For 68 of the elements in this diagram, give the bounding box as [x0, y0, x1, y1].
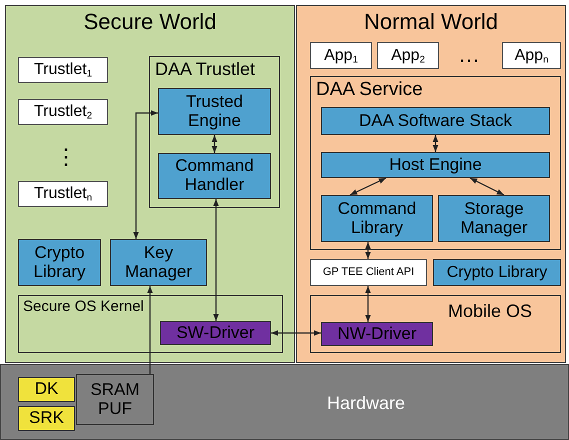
component-label: App$_{2}$ — [391, 46, 425, 64]
heading: Secure World — [82, 11, 218, 33]
component-label: Trustlet$_{1}$ — [34, 61, 92, 79]
component-label: Trusted Engine — [184, 92, 244, 130]
module-box — [321, 152, 550, 178]
module-box — [18, 239, 101, 286]
heading: DAA Service — [316, 80, 423, 99]
module-box — [158, 88, 271, 135]
vertical-ellipsis: ⋮ — [55, 146, 77, 168]
connector-arrow — [212, 135, 218, 153]
connector-arrow — [271, 330, 321, 336]
component-label: App$_{1}$ — [324, 46, 358, 64]
group-box — [18, 295, 283, 353]
component-label: Command Library — [336, 200, 418, 238]
puf-box — [76, 374, 154, 425]
component-box — [18, 181, 108, 207]
component-label: Crypto Library — [32, 244, 86, 282]
group-box — [310, 76, 561, 250]
component-box — [377, 42, 439, 69]
component-label: SRAM PUF — [89, 380, 141, 418]
group-box — [149, 56, 280, 208]
module-box — [158, 153, 271, 199]
heading: Mobile OS — [448, 302, 532, 320]
connector-arrow — [213, 199, 219, 321]
component-box — [18, 99, 108, 125]
component-label: DK — [34, 380, 58, 399]
module-box — [321, 107, 550, 135]
component-label: NW-Driver — [337, 324, 416, 344]
hardware-band — [0, 364, 569, 440]
module-box — [321, 195, 433, 242]
heading: DAA Trustlet — [155, 60, 256, 78]
component-label: Trustlet$_{n}$ — [34, 185, 92, 203]
connector-arrow — [365, 286, 371, 322]
component-label: Key Manager — [124, 244, 194, 282]
heading: Secure OS Kernel — [23, 299, 144, 314]
connector-arrow — [133, 110, 158, 239]
connector-arrow — [470, 177, 504, 196]
connector-arrow — [350, 177, 386, 196]
component-label: Storage Manager — [459, 200, 529, 238]
ellipsis: … — [458, 44, 480, 66]
module-box — [110, 239, 207, 286]
component-box — [310, 259, 427, 286]
component-label: SW-Driver — [176, 324, 255, 342]
connector-arrow — [432, 135, 438, 152]
key-box — [18, 377, 75, 402]
module-box — [438, 195, 550, 242]
group-box — [310, 295, 561, 353]
component-label: GP TEE Client API — [322, 266, 414, 279]
driver-box — [321, 322, 433, 346]
component-box — [18, 57, 108, 83]
world-panel — [5, 5, 295, 363]
component-label: Trustlet$_{2}$ — [34, 103, 92, 121]
component-box — [310, 42, 372, 69]
world-panel — [296, 5, 566, 363]
component-label: Crypto Library — [446, 264, 548, 282]
component-label: DAA Software Stack — [358, 112, 512, 130]
connector-arrow — [147, 286, 153, 374]
component-box — [502, 42, 561, 69]
heading: Normal World — [362, 11, 500, 33]
connector-arrow — [365, 242, 371, 259]
heading: Hardware — [326, 394, 406, 412]
key-box — [18, 406, 75, 431]
module-box — [433, 259, 561, 286]
component-label: SRK — [29, 409, 64, 428]
component-label: Host Engine — [389, 156, 482, 174]
driver-box — [160, 321, 271, 345]
component-label: App$_{n}$ — [514, 46, 548, 64]
component-label: Command Handler — [174, 157, 255, 195]
